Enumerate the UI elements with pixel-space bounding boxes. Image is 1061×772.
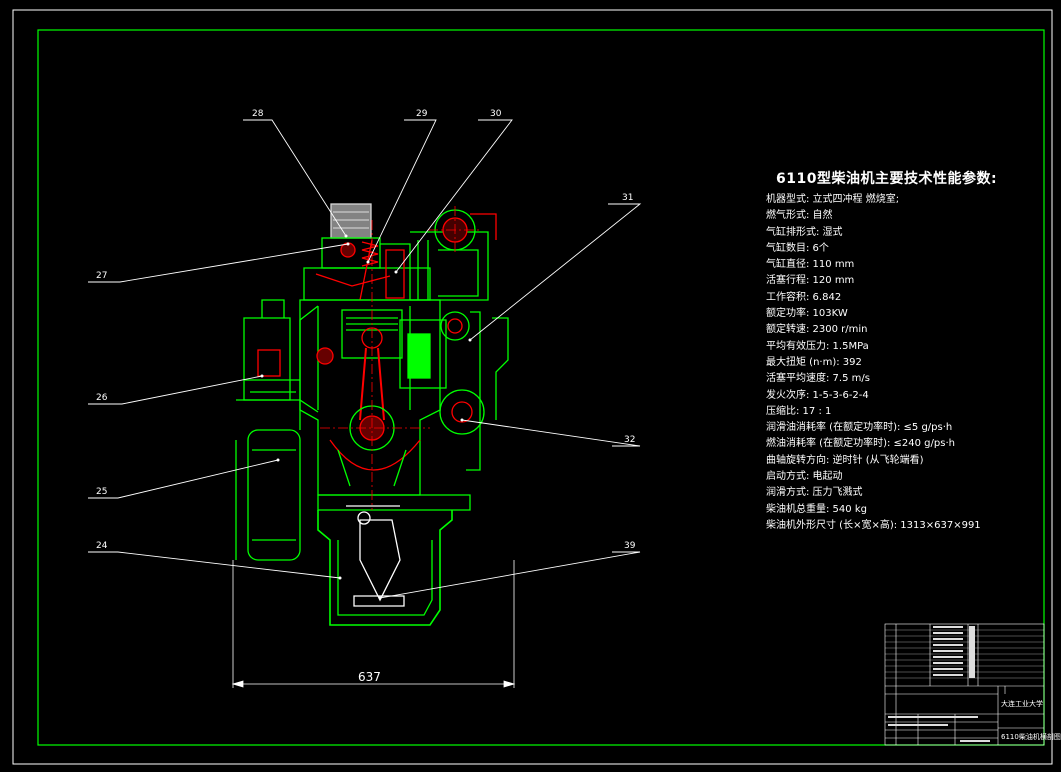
title-block-scribbles — [888, 626, 990, 742]
centre-lines — [320, 206, 480, 510]
spec-row: 活塞行程: 120 mm — [766, 275, 855, 287]
spec-row: 启动方式: 电起动 — [766, 471, 843, 483]
spec-row: 额定功率: 103KW — [766, 308, 848, 320]
callout-30: 30 — [490, 109, 502, 119]
outer-border — [12, 9, 1053, 765]
width-dimension — [231, 560, 516, 688]
spec-row: 气缸排形式: 湿式 — [766, 226, 843, 238]
spec-row: 润滑油消耗率 (在额定功率时): ≤5 g/ps·h — [766, 422, 953, 434]
spec-row: 活塞平均速度: 7.5 m/s — [766, 373, 870, 385]
inner-frame — [37, 29, 1045, 746]
callout-26: 26 — [96, 393, 108, 403]
callout-32: 32 — [624, 435, 635, 445]
spec-row: 润滑方式: 压力飞溅式 — [766, 487, 863, 499]
spec-row: 燃油消耗率 (在额定功率时): ≤240 g/ps·h — [766, 438, 955, 450]
title-block-rows — [885, 629, 1044, 679]
dimension-value: 637 — [358, 670, 381, 684]
spec-row: 柴油机外形尺寸 (长×宽×高): 1313×637×991 — [766, 519, 981, 531]
spec-row: 燃气形式: 自然 — [766, 210, 833, 222]
spec-title: 6110型柴油机主要技术性能参数: — [776, 171, 998, 187]
spec-row: 最大扭矩 (n·m): 392 — [766, 356, 862, 368]
title-block-drawing-name: 6110柴油机横剖图 — [1001, 733, 1061, 741]
spec-row: 平均有效压力: 1.5MPa — [766, 340, 869, 352]
spec-row: 气缸直径: 110 mm — [766, 259, 855, 271]
callout-labels: 28 29 30 31 27 26 25 24 32 39 — [96, 109, 636, 551]
callout-39: 39 — [624, 541, 636, 551]
title-block — [884, 623, 1045, 746]
callout-28: 28 — [252, 109, 264, 119]
spec-row: 压缩比: 17 : 1 — [766, 405, 832, 417]
leader-lines — [88, 119, 642, 599]
spec-row: 柴油机总重量: 540 kg — [766, 503, 867, 515]
callout-31: 31 — [622, 193, 633, 203]
spec-panel: 6110型柴油机主要技术性能参数: 机器型式: 立式四冲程 燃烧室; 燃气形式:… — [766, 168, 1036, 534]
title-block-school: 大连工业大学 — [1001, 700, 1043, 708]
callout-29: 29 — [416, 109, 428, 119]
spec-row: 工作容积: 6.842 — [766, 291, 842, 303]
spec-row: 曲轴旋转方向: 逆时针 (从飞轮端看) — [766, 454, 924, 466]
engine-body — [235, 203, 509, 626]
spec-row: 发火次序: 1-5-3-6-2-4 — [766, 389, 869, 401]
callout-25: 25 — [96, 487, 107, 497]
spec-row: 额定转速: 2300 r/min — [766, 324, 868, 336]
callout-27: 27 — [96, 271, 107, 281]
callout-24: 24 — [96, 541, 108, 551]
leader-dots — [260, 234, 472, 600]
spec-row: 气缸数目: 6个 — [766, 242, 829, 254]
spec-row: 机器型式: 立式四冲程 燃烧室; — [766, 194, 900, 205]
